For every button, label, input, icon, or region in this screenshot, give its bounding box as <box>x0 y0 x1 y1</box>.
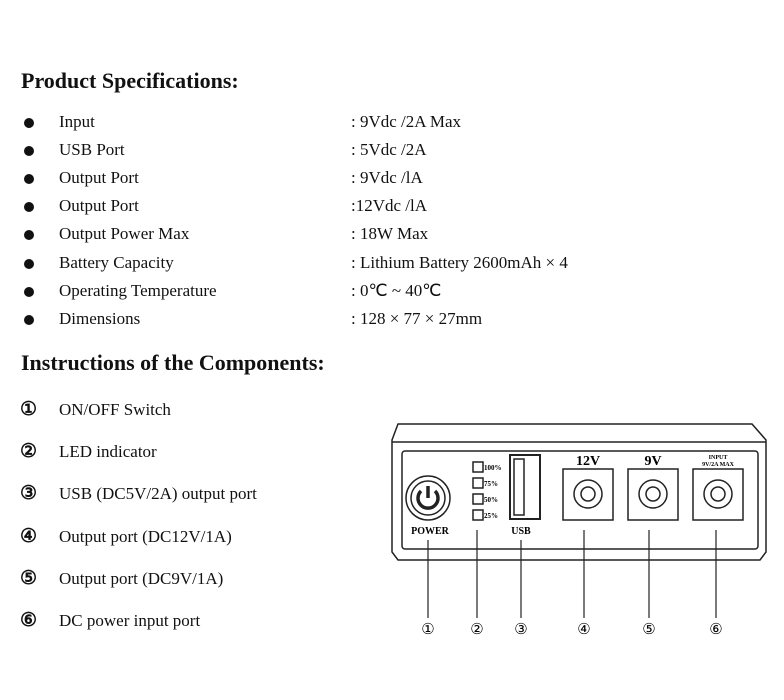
spec-label: Operating Temperature <box>59 280 217 300</box>
device-panel <box>401 450 759 550</box>
led-50 <box>472 493 484 505</box>
led-75 <box>472 477 484 489</box>
callout-5: ⑤ <box>642 622 655 638</box>
component-text: Output port (DC9V/1A) <box>59 568 224 588</box>
port-9v-label: 9V <box>644 454 661 469</box>
usb-label: USB <box>511 526 531 537</box>
spec-row: Operating Temperature : 0℃ ~ 40℃ <box>0 281 784 303</box>
port-12v <box>562 468 614 521</box>
spec-value: : 128 × 77 × 27mm <box>351 308 483 328</box>
led-25 <box>472 509 484 521</box>
bullet-icon <box>24 258 34 269</box>
component-number: ⑥ <box>20 610 38 631</box>
component-text: USB (DC5V/2A) output port <box>59 484 257 504</box>
spec-value: : Lithium Battery 2600mAh × 4 <box>351 252 568 272</box>
usb-port <box>509 454 541 520</box>
spec-row: Battery Capacity : Lithium Battery 2600mA… <box>0 253 784 275</box>
component-number: ② <box>20 441 38 463</box>
spec-label: Output Port <box>59 196 139 216</box>
led-label: 25% <box>484 512 498 520</box>
spec-value: : 0℃ ~ 40℃ <box>351 280 442 300</box>
led-100 <box>472 461 484 473</box>
bullet-icon <box>24 146 34 157</box>
spec-label: Dimensions <box>59 308 141 328</box>
input-rating-label: 9V/2A MAX <box>702 462 734 468</box>
spec-value: : 9Vdc /lA <box>351 168 423 188</box>
spec-row: Input : 9Vdc /2A Max <box>0 112 784 134</box>
callout-6: ⑥ <box>709 622 722 638</box>
callout-1: ① <box>421 622 434 638</box>
led-label: 50% <box>484 496 498 504</box>
spec-label: USB Port <box>59 140 125 160</box>
port-input <box>692 468 744 521</box>
component-number: ⑤ <box>20 567 38 589</box>
led-label: 100% <box>484 464 502 472</box>
bullet-icon <box>24 314 34 325</box>
power-button <box>405 475 451 521</box>
bullet-icon <box>24 230 34 241</box>
component-text: ON/OFF Switch <box>59 400 171 419</box>
spec-label: Input <box>59 112 95 131</box>
spec-row: Output Port :12Vdc /lA <box>0 196 784 218</box>
bullet-icon <box>24 202 34 213</box>
component-text: DC power input port <box>59 611 201 630</box>
specs-heading: Product Specifications: <box>21 68 239 93</box>
power-label: POWER <box>411 526 450 537</box>
component-number: ③ <box>20 483 38 505</box>
spec-label: Output Power Max <box>59 224 190 244</box>
component-text: LED indicator <box>59 442 157 462</box>
port-9v <box>627 468 679 521</box>
led-label: 75% <box>484 480 498 488</box>
spec-value: : 18W Max <box>351 224 429 244</box>
bullet-icon <box>24 174 34 185</box>
spec-label: Battery Capacity <box>59 252 174 272</box>
spec-row: Dimensions : 128 × 77 × 27mm <box>0 309 784 331</box>
bullet-icon <box>24 286 34 297</box>
port-12v-label: 12V <box>576 454 600 469</box>
spec-row: Output Power Max : 18W Max <box>0 224 784 246</box>
spec-label: Output Port <box>59 168 139 188</box>
components-heading: Instructions of the Components: <box>21 350 325 375</box>
spec-row: Output Port : 9Vdc /lA <box>0 168 784 190</box>
callout-2: ② <box>470 622 483 638</box>
callout-3: ③ <box>514 622 527 638</box>
bullet-icon <box>24 118 34 128</box>
component-number: ④ <box>20 525 38 547</box>
device-body <box>391 423 767 561</box>
component-text: Output port (DC12V/1A) <box>59 526 232 546</box>
input-label: INPUT <box>709 455 728 461</box>
spec-value: : 5Vdc /2A <box>351 140 427 160</box>
component-number: ① <box>20 399 38 420</box>
spec-value: :12Vdc /lA <box>351 196 428 216</box>
spec-row: USB Port : 5Vdc /2A <box>0 140 784 162</box>
spec-value: : 9Vdc /2A Max <box>351 112 462 131</box>
callout-4: ④ <box>577 622 590 638</box>
